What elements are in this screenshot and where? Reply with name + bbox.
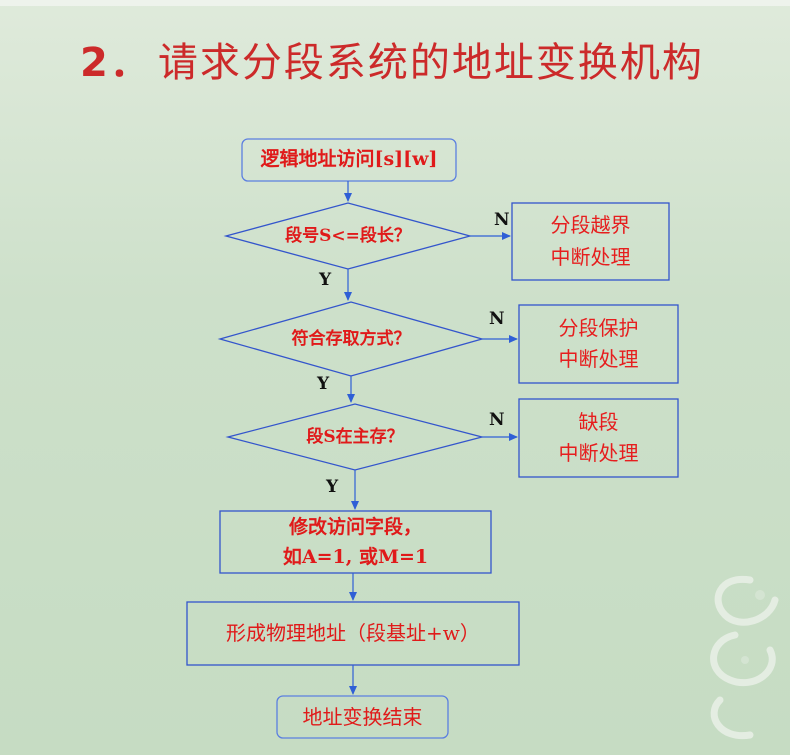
decision2-no-box-line2: 中断处理	[558, 347, 639, 371]
yes-label-3: Y	[326, 477, 339, 497]
title-text: 请求分段系统的地址变换机构	[157, 40, 704, 86]
end-node-text: 地址变换结束	[302, 705, 423, 729]
decision1-text: 段号S<=段长？	[285, 226, 411, 246]
start-node-text: 逻辑地址访问[s][w]	[260, 148, 438, 170]
decision3-no-box	[518, 398, 679, 478]
no-label-2: N	[489, 309, 505, 329]
start-node-box	[241, 138, 457, 182]
decision1-no-box-line1: 分段越界	[550, 213, 631, 237]
top-bar	[0, 0, 790, 6]
decision2-text: 符合存取方式？	[291, 329, 411, 349]
yes-label-1: Y	[319, 270, 332, 290]
modify-box	[219, 510, 492, 574]
decision1-no-box-line2: 中断处理	[550, 245, 631, 269]
dragon-ornament-icon	[710, 575, 779, 740]
decision3-no-box-line1: 缺段	[578, 410, 619, 434]
no-label-1: N	[494, 210, 510, 230]
decision2-no-box	[518, 304, 679, 384]
physical-address-text: 形成物理地址（段基址+w）	[226, 621, 480, 645]
title-number: 2．	[80, 40, 152, 86]
no-label-3: N	[489, 410, 505, 430]
decision1-no-box	[511, 202, 670, 281]
decision3-text: 段S在主存？	[306, 427, 404, 447]
yes-label-2: Y	[317, 374, 330, 394]
modify-box-line2: 如A=1, 或M=1	[282, 546, 429, 568]
decision2-no-box-line1: 分段保护	[558, 316, 639, 340]
modify-box-line1: 修改访问字段，	[288, 516, 422, 538]
end-node-box	[276, 695, 449, 739]
slide-title: 2．请求分段系统的地址变换机构	[80, 30, 704, 88]
decision3-no-box-line2: 中断处理	[558, 441, 639, 465]
